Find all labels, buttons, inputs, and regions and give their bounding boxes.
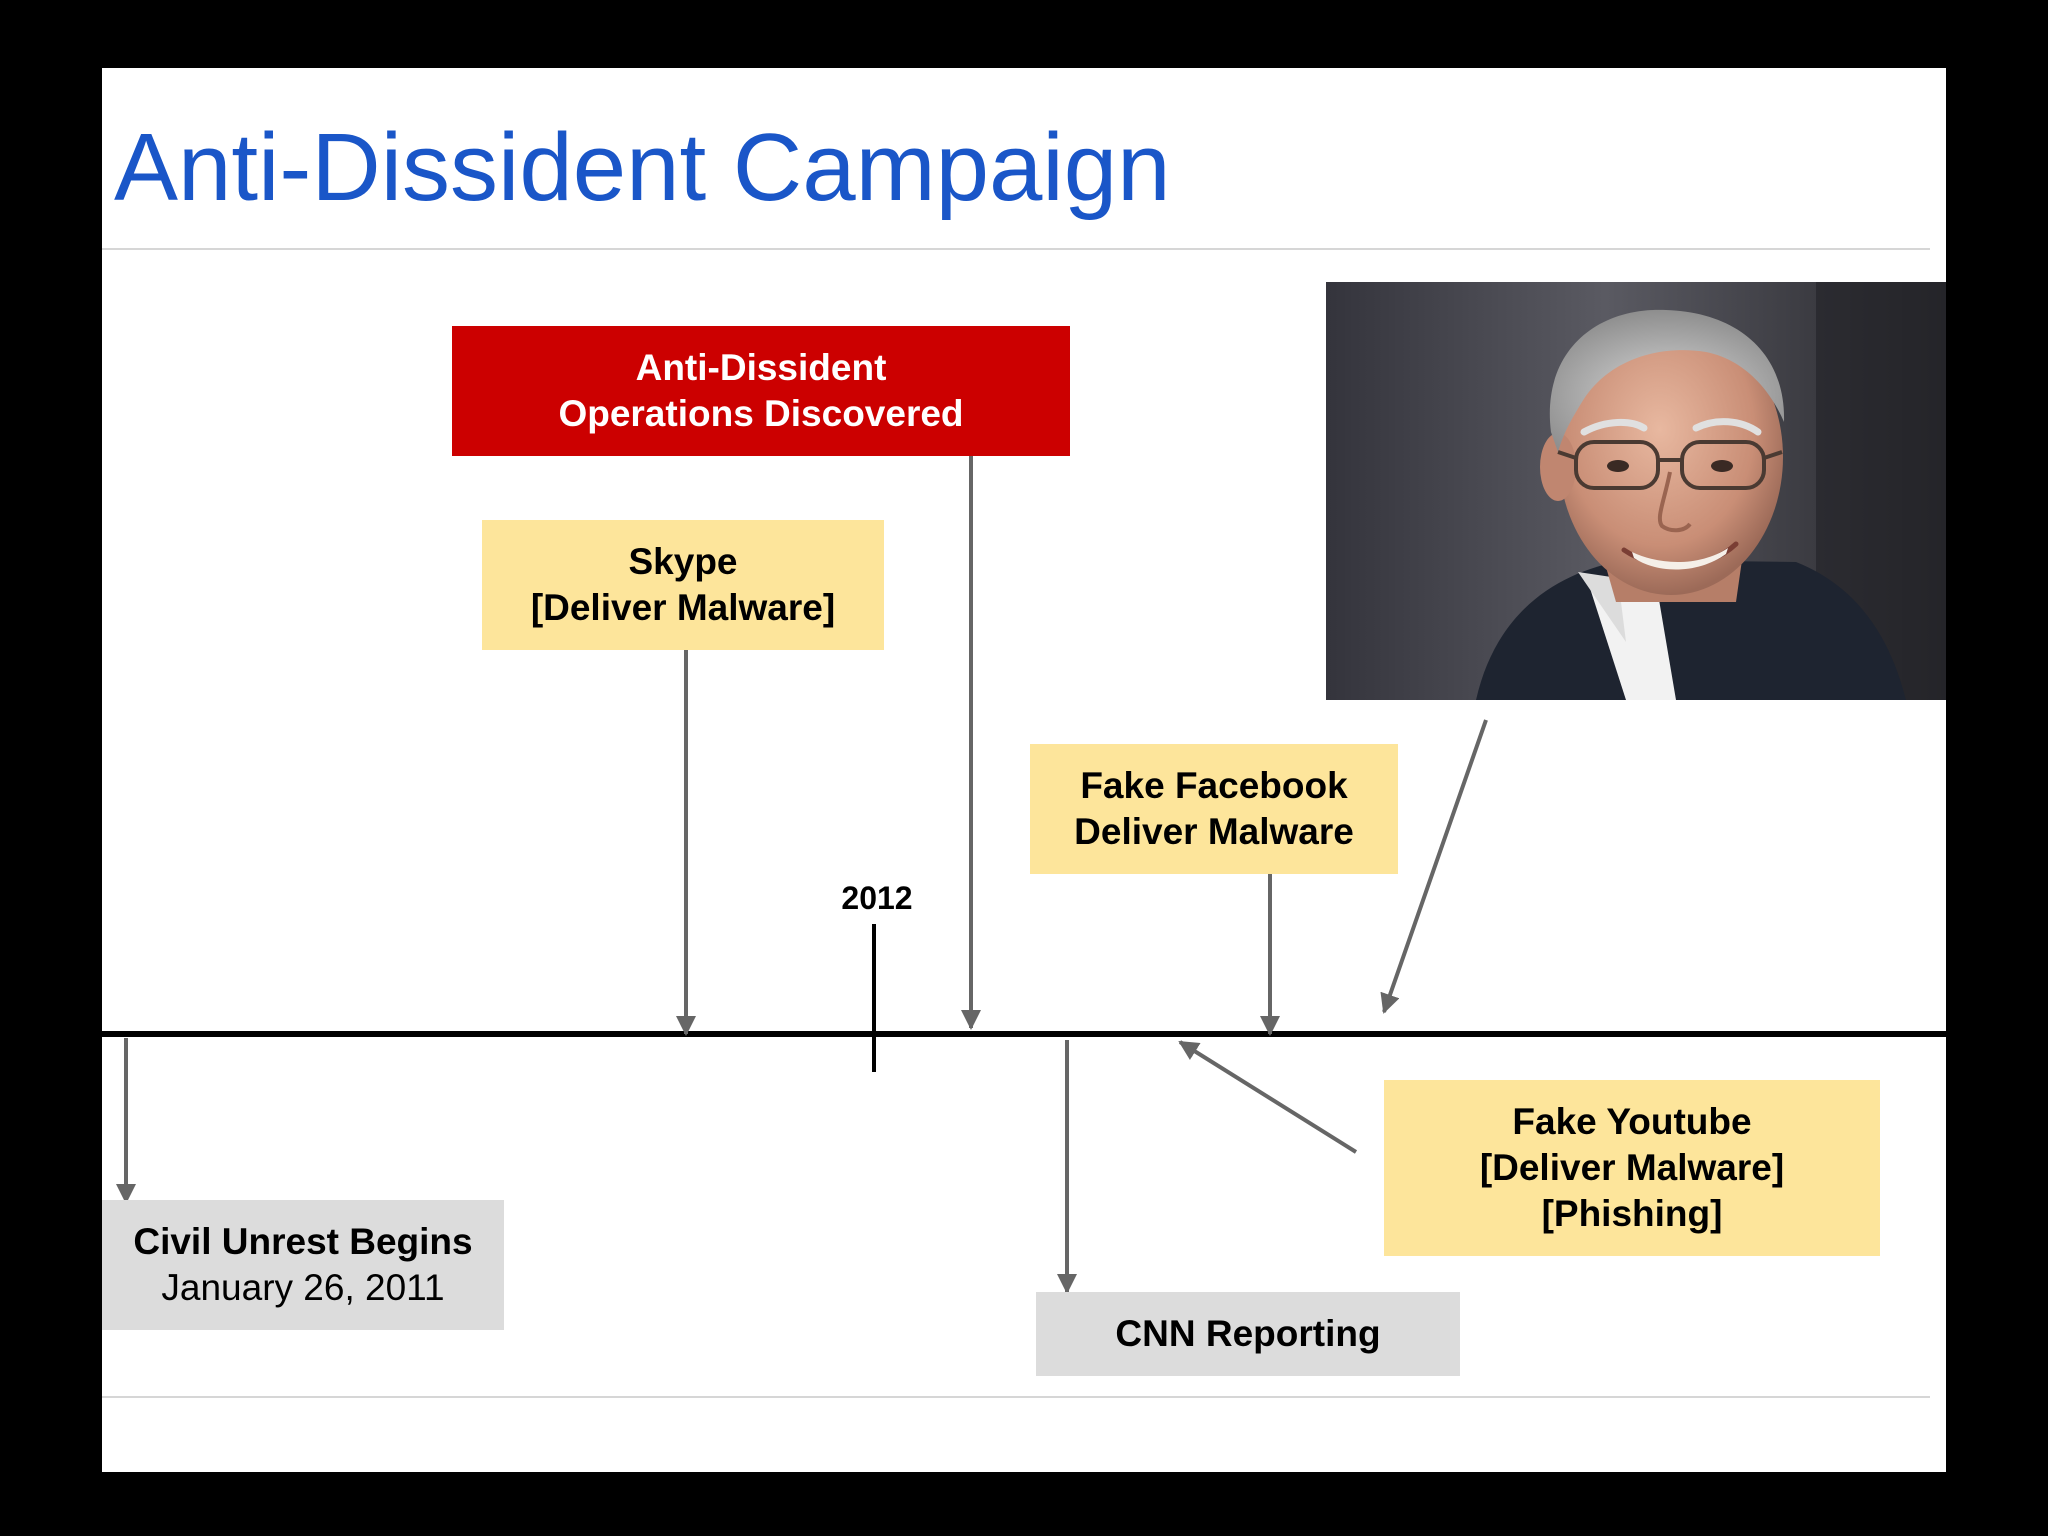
fake-facebook-box: Fake Facebook Deliver Malware xyxy=(1030,744,1398,874)
year-label: 2012 xyxy=(822,880,932,917)
skype-line1: Skype xyxy=(628,539,737,585)
operations-discovered-line1: Anti-Dissident xyxy=(636,345,887,391)
civil-unrest-line1: Civil Unrest Begins xyxy=(133,1219,472,1265)
fake-facebook-line1: Fake Facebook xyxy=(1080,763,1347,809)
skype-line2: [Deliver Malware] xyxy=(531,585,835,631)
skype-box: Skype [Deliver Malware] xyxy=(482,520,884,650)
fake-youtube-line1: Fake Youtube xyxy=(1512,1099,1751,1145)
arrow-photo xyxy=(1384,720,1486,1012)
fake-facebook-line2: Deliver Malware xyxy=(1074,809,1354,855)
fake-youtube-line2: [Deliver Malware] xyxy=(1480,1145,1784,1191)
civil-unrest-box: Civil Unrest Begins January 26, 2011 xyxy=(102,1200,504,1330)
operations-discovered-box: Anti-Dissident Operations Discovered xyxy=(452,326,1070,456)
arrow-fake-youtube xyxy=(1180,1042,1356,1152)
fake-youtube-box: Fake Youtube [Deliver Malware] [Phishing… xyxy=(1384,1080,1880,1256)
civil-unrest-date: January 26, 2011 xyxy=(161,1265,444,1311)
fake-youtube-line3: [Phishing] xyxy=(1542,1191,1723,1237)
portrait-illustration xyxy=(1326,282,1946,700)
cnn-reporting-box: CNN Reporting xyxy=(1036,1292,1460,1376)
slide: Anti-Dissident Campaign 2012 Anti-Dissid… xyxy=(102,68,1946,1472)
cnn-reporting-label: CNN Reporting xyxy=(1115,1311,1380,1357)
portrait-photo xyxy=(1326,282,1946,700)
operations-discovered-line2: Operations Discovered xyxy=(558,391,963,437)
